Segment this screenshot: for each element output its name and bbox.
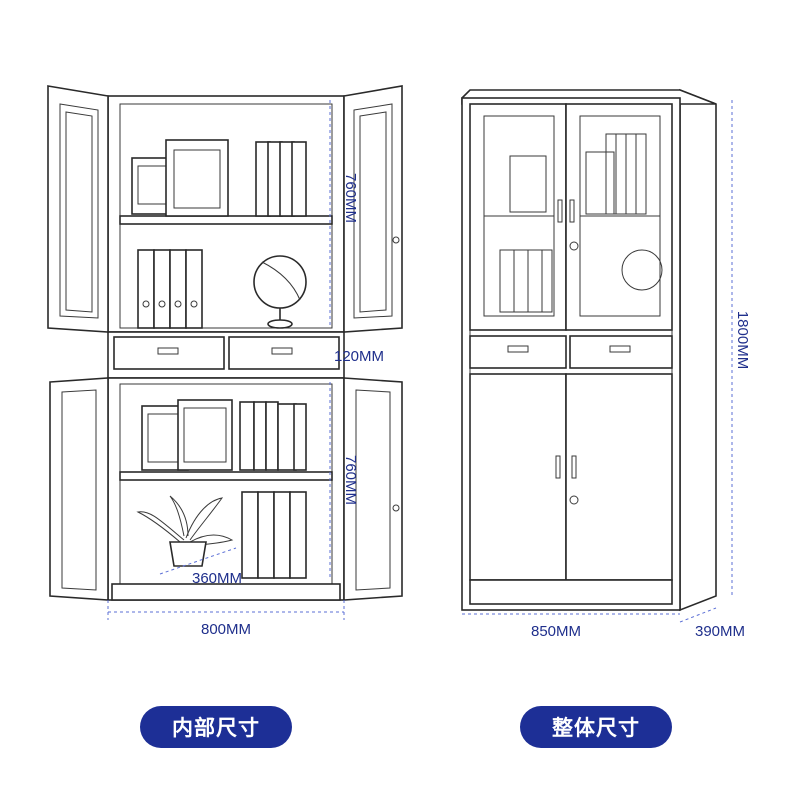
upper-binders	[255, 141, 307, 217]
overall-cabinet	[461, 88, 733, 623]
lower-books	[239, 401, 307, 471]
lower-right-door	[343, 377, 403, 601]
drawer-left	[113, 336, 225, 370]
drawer-right	[228, 336, 340, 370]
glass-door-right	[565, 103, 673, 331]
glass-door-left	[469, 103, 567, 331]
upper-right-door	[343, 85, 403, 333]
caption-overall: 整体尺寸	[520, 706, 672, 748]
lower-door-right	[565, 373, 673, 581]
lower-binders	[241, 491, 307, 579]
dim-overall-width: 850MM	[531, 623, 581, 640]
plant	[136, 495, 234, 567]
lower-door-left	[469, 373, 567, 581]
interior-cabinet	[47, 85, 403, 620]
dim-upper-height: 760MM	[342, 173, 359, 223]
dim-overall-height: 1800MM	[734, 311, 751, 369]
dim-lower-height: 760MM	[342, 455, 359, 505]
dim-drawer-height: 120MM	[334, 348, 384, 365]
upper-left-door	[47, 85, 109, 333]
caption-interior: 内部尺寸	[140, 706, 292, 748]
dim-overall-depth: 390MM	[695, 623, 745, 640]
middle-binders	[137, 249, 203, 329]
lower-left-door	[49, 377, 109, 601]
dim-depth-interior: 360MM	[192, 570, 242, 587]
globe	[253, 255, 307, 329]
dim-width-interior: 800MM	[201, 621, 251, 638]
